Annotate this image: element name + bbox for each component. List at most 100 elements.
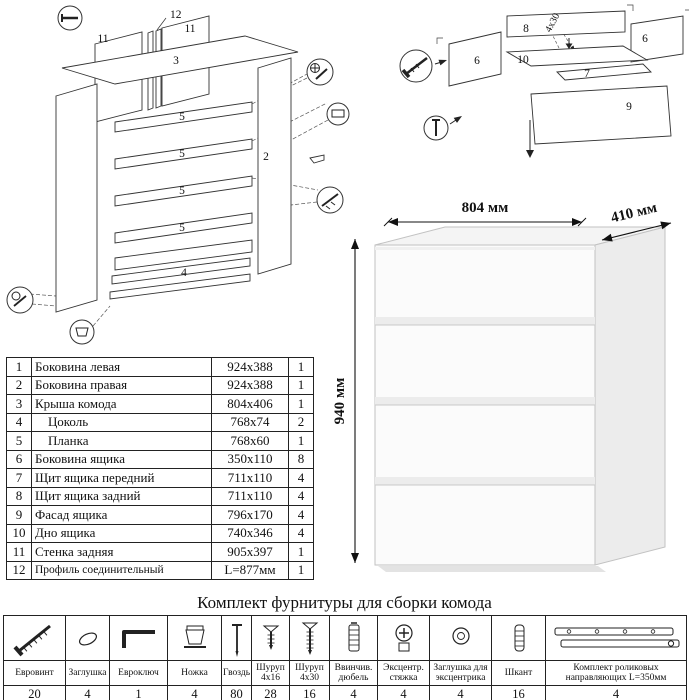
hex-key-icon (121, 630, 155, 648)
dowel-pin-icon (514, 624, 524, 652)
part-qty: 4 (288, 468, 314, 488)
leg-icon (183, 625, 206, 648)
top-panel (61, 35, 299, 85)
hardware-item-label: Евровинт (3, 660, 66, 686)
cap-icon (78, 632, 97, 646)
hardware-icon-cell (329, 615, 378, 661)
part-label-11: 11 (97, 33, 108, 45)
hardware-kit-title: Комплект фурнитуры для сборки комода (197, 593, 492, 612)
part-qty: 1 (288, 394, 314, 414)
part-label-5: 5 (179, 222, 185, 234)
part-name: Боковина ящика (31, 449, 212, 469)
hardware-item-qty: 4 (429, 685, 492, 700)
plinth-board (114, 239, 253, 271)
part-num: 12 (6, 560, 32, 580)
drawer-rail (114, 138, 253, 170)
hardware-icons-row (3, 615, 687, 661)
hardware-item-label: Евроключ (109, 660, 168, 686)
part-size: 796x170 (211, 505, 289, 525)
hardware-icon-cell (251, 615, 290, 661)
right-side-panel (257, 57, 292, 275)
part-name: Дно ящика (31, 523, 212, 543)
screw-4x16-icon (262, 625, 279, 650)
hardware-qty-row: 20 4 1 4 80 28 16 4 4 4 16 4 (3, 685, 687, 700)
euroscrew-icon (12, 624, 51, 657)
screw-in-dowel-icon (348, 622, 359, 652)
hardware-item-label: Заглушка для эксцентрика (429, 660, 492, 686)
part-num: 7 (6, 468, 32, 488)
hardware-icon-cell (289, 615, 330, 661)
part-num: 3 (6, 394, 32, 414)
part-num: 6 (6, 449, 32, 469)
width-dimension-label: 804 мм (462, 200, 509, 216)
left-side-panel (55, 83, 98, 313)
part-qty: 4 (288, 486, 314, 506)
width-dimension: 804 мм (383, 200, 587, 227)
shelf-bracket (309, 154, 325, 164)
part-label-6: 6 (642, 33, 648, 45)
part-label-5: 5 (179, 111, 185, 123)
part-name: Фасад ящика (31, 505, 212, 525)
drawer-side-panel (630, 15, 684, 63)
hardware-icon-cell (491, 615, 546, 661)
part-size: 711x110 (211, 468, 289, 488)
drawer-rail (114, 212, 253, 244)
part-label-7: 7 (584, 68, 590, 80)
part-size: 804x406 (211, 394, 289, 414)
hardware-labels-row: Евровинт Заглушка Евроключ Ножка Гвоздь … (3, 660, 687, 686)
callout-dowel-circle (326, 102, 350, 126)
part-size: 924x388 (211, 375, 289, 395)
hardware-item-qty: 4 (167, 685, 222, 700)
drawer-rail (114, 101, 253, 133)
hardware-item-label: Заглушка (65, 660, 110, 686)
part-name: Цоколь (31, 412, 212, 432)
part-name: Крыша комода (31, 394, 212, 414)
hardware-item-qty: 4 (545, 685, 687, 700)
hardware-icon-cell (545, 615, 687, 661)
part-size: L=877мм (211, 560, 289, 580)
part-size: 924x388 (211, 357, 289, 377)
hardware-item-qty: 4 (65, 685, 110, 700)
hardware-item-qty: 1 (109, 685, 168, 700)
height-dimension-label: 940 мм (332, 378, 348, 425)
hardware-item-qty: 28 (251, 685, 290, 700)
part-label-10: 10 (517, 54, 529, 66)
height-dimension: 940 мм (332, 239, 359, 563)
part-num: 10 (6, 523, 32, 543)
part-label-5: 5 (179, 185, 185, 197)
hardware-item-label: Ножка (167, 660, 222, 686)
cam-cap-icon (451, 627, 470, 645)
screw-4x30-icon (301, 622, 318, 655)
part-qty: 8 (288, 449, 314, 469)
hardware-item-qty: 4 (329, 685, 378, 700)
part-num: 1 (6, 357, 32, 377)
part-num: 9 (6, 505, 32, 525)
part-label-6: 6 (474, 55, 480, 67)
depth-dimension-label: 410 мм (609, 200, 658, 226)
drawer-exploded-diagram: 8 4x30 6 6 10 7 9 (399, 4, 689, 158)
drawer-bottom-panel (505, 45, 649, 67)
hardware-item-qty: 16 (289, 685, 330, 700)
dresser-shadow (378, 566, 606, 572)
hardware-icon-cell (167, 615, 222, 661)
hardware-item-qty: 80 (221, 685, 252, 700)
part-label-9: 9 (626, 101, 632, 113)
hardware-icon-cell (221, 615, 252, 661)
cam-lock-icon (394, 624, 413, 652)
hardware-item-qty: 4 (377, 685, 430, 700)
part-label-11: 11 (184, 23, 195, 35)
drawer-back-panel (506, 10, 626, 38)
hardware-item-label: Шуруп 4х16 (251, 660, 290, 686)
hardware-item-label: Шуруп 4х30 (289, 660, 330, 686)
dresser-side-face (594, 226, 666, 566)
hardware-item-label: Ввинчив. дюбель (329, 660, 378, 686)
part-label-2: 2 (263, 151, 269, 163)
part-qty: 1 (288, 357, 314, 377)
hardware-item-label: Эксцентр. стяжка (377, 660, 430, 686)
roller-slides-icon (554, 627, 679, 648)
